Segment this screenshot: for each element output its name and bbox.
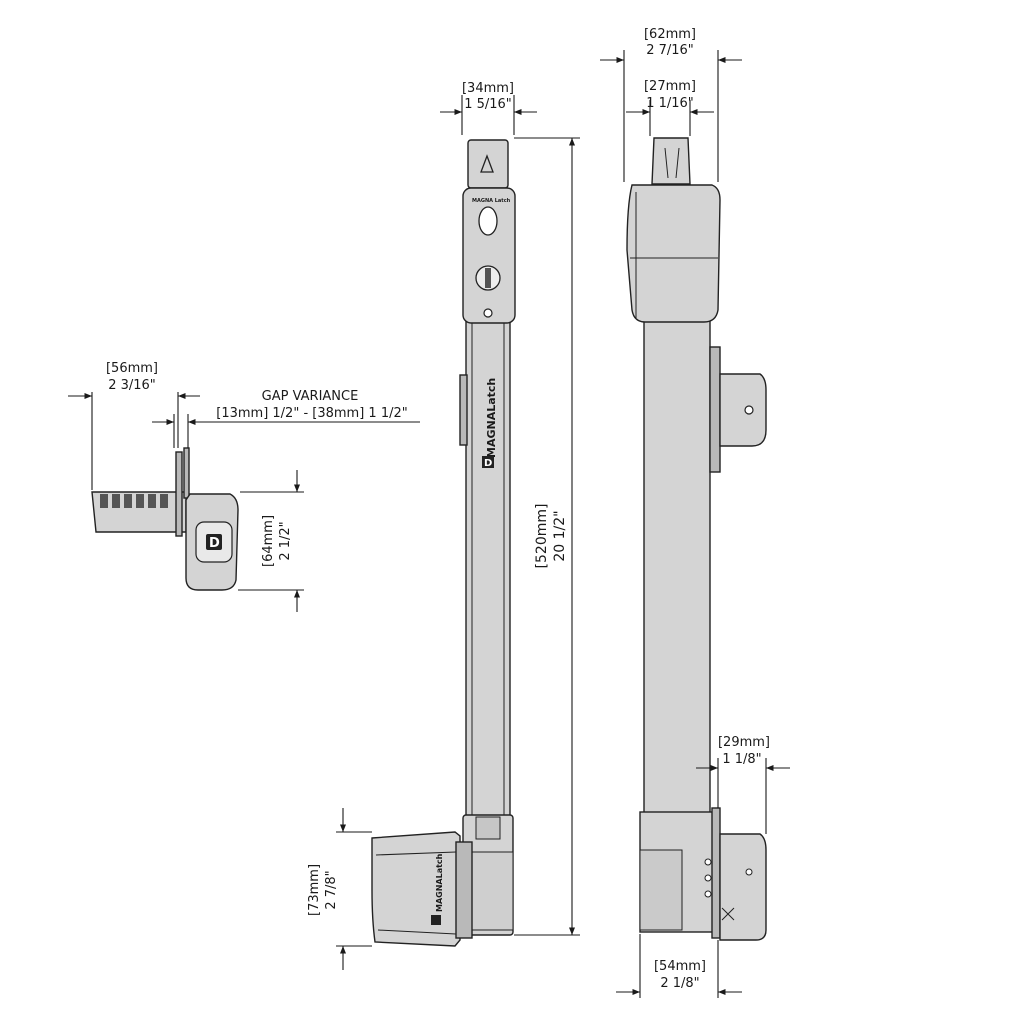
dim-56mm: [56mm] 2 3/16" [68, 361, 200, 490]
dim-56mm-metric: [56mm] [106, 361, 158, 376]
d-logo-front-letter: D [484, 458, 492, 469]
d-logo-top-icon [206, 534, 222, 550]
d-logo-latch-icon [431, 915, 441, 925]
front-bar [465, 317, 511, 839]
dim-520mm: [520mm] 20 1/2" [514, 137, 580, 936]
dim-27mm-metric: [27mm] [644, 79, 696, 94]
side-top-knob [651, 137, 691, 185]
front-view: MAGNA Latch MAGNALatch D [459, 139, 516, 936]
dim-54mm-metric: [54mm] [654, 959, 706, 974]
dim-27mm: [27mm] 1 1/16" [626, 79, 714, 136]
front-head [462, 187, 516, 324]
dim-73mm: [73mm] 2 7/8" [307, 808, 372, 970]
brand-label-front: MAGNALatch [485, 378, 498, 458]
dim-56mm-imperial: 2 3/16" [108, 378, 156, 393]
dim-54mm-imperial: 2 1/8" [660, 976, 699, 991]
d-logo-front-icon [482, 456, 494, 468]
dim-62mm-metric: [62mm] [644, 27, 696, 42]
dim-73mm-imperial: 2 7/8" [324, 870, 339, 909]
dim-64mm-imperial: 2 1/2" [278, 521, 293, 560]
dim-62mm: [62mm] 2 7/16" [600, 27, 742, 182]
side-bottom-bracket [719, 833, 767, 941]
dim-34mm-imperial: 1 5/16" [464, 97, 512, 112]
dim-29mm-metric: [29mm] [718, 735, 770, 750]
gap-variance-title: GAP VARIANCE [262, 389, 359, 404]
gap-variance-range: [13mm] 1/2" - [38mm] 1 1/2" [216, 406, 407, 421]
dim-29mm: [29mm] 1 1/8" [696, 735, 790, 834]
dim-34mm-metric: [34mm] [462, 81, 514, 96]
dim-64mm: [64mm] 2 1/2" [238, 470, 304, 612]
front-side-tab [459, 374, 468, 446]
dim-520mm-metric: [520mm] [534, 504, 550, 569]
dim-34mm: [34mm] 1 5/16" [440, 81, 537, 135]
dim-73mm-metric: [73mm] [307, 864, 322, 916]
release-button-icon [478, 206, 498, 236]
front-latch-module: MAGNALatch [371, 831, 473, 947]
top-view: D [91, 447, 239, 591]
side-head [626, 184, 721, 323]
side-view [626, 137, 767, 941]
side-bar [643, 317, 711, 819]
dim-62mm-imperial: 2 7/16" [646, 43, 694, 58]
dim-54mm: [54mm] 2 1/8" [616, 934, 742, 998]
dim-gap-variance: GAP VARIANCE [13mm] 1/2" - [38mm] 1 1/2" [152, 389, 420, 448]
triangle-icon [480, 154, 494, 173]
dim-64mm-metric: [64mm] [261, 515, 276, 567]
side-bracket [719, 373, 767, 447]
d-logo-top-letter: D [209, 536, 220, 551]
dim-520mm-imperial: 20 1/2" [552, 510, 568, 561]
brand-label-latch: MAGNALatch [435, 853, 444, 912]
side-flange [709, 346, 721, 473]
svg-text:MAGNA Latch: MAGNA Latch [472, 198, 511, 204]
dim-29mm-imperial: 1 1/8" [722, 752, 761, 767]
front-top-knob [467, 139, 509, 189]
screw-icon [483, 308, 493, 318]
dim-27mm-imperial: 1 1/16" [646, 96, 694, 111]
